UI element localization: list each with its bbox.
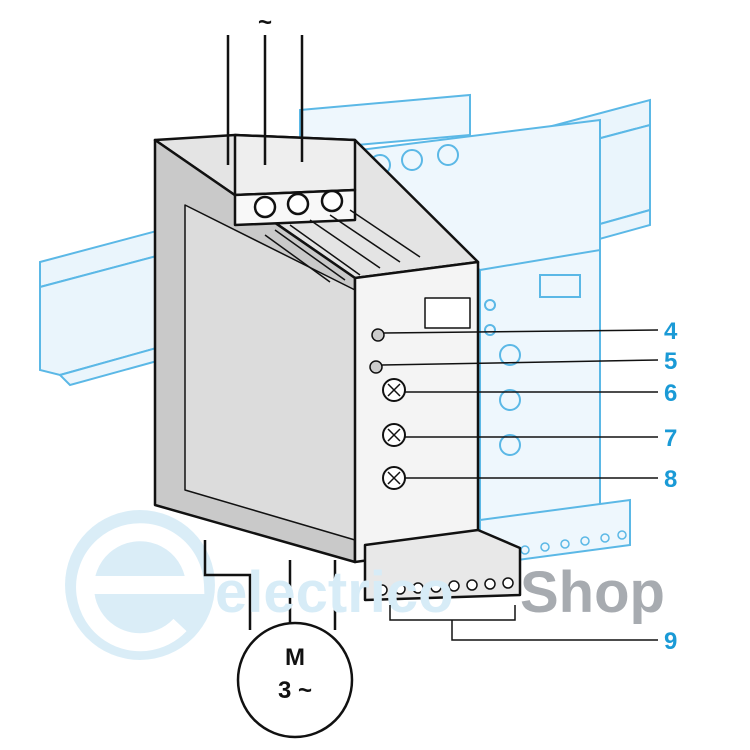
led-5 — [369, 360, 383, 374]
motor-symbol — [236, 621, 354, 739]
callout-9: 9 — [664, 628, 677, 655]
led-4 — [371, 328, 385, 342]
watermark-text-1: electrico — [215, 560, 454, 625]
supply-wires — [226, 35, 304, 165]
watermark-text-2: Shop — [520, 560, 665, 625]
callout-6: 6 — [664, 380, 677, 407]
supply-symbol: ~ — [258, 9, 272, 36]
callout-7: 7 — [664, 425, 677, 452]
callout-4: 4 — [664, 318, 678, 345]
callout-8: 8 — [664, 466, 677, 493]
watermark-logo — [65, 510, 215, 660]
callout-5: 5 — [664, 348, 677, 375]
soft-starter-body — [153, 133, 522, 602]
motor-label-phase: 3 ~ — [278, 677, 312, 704]
leader-lines — [381, 329, 659, 641]
motor-label-m: M — [285, 644, 305, 671]
motor-wires — [203, 540, 337, 630]
